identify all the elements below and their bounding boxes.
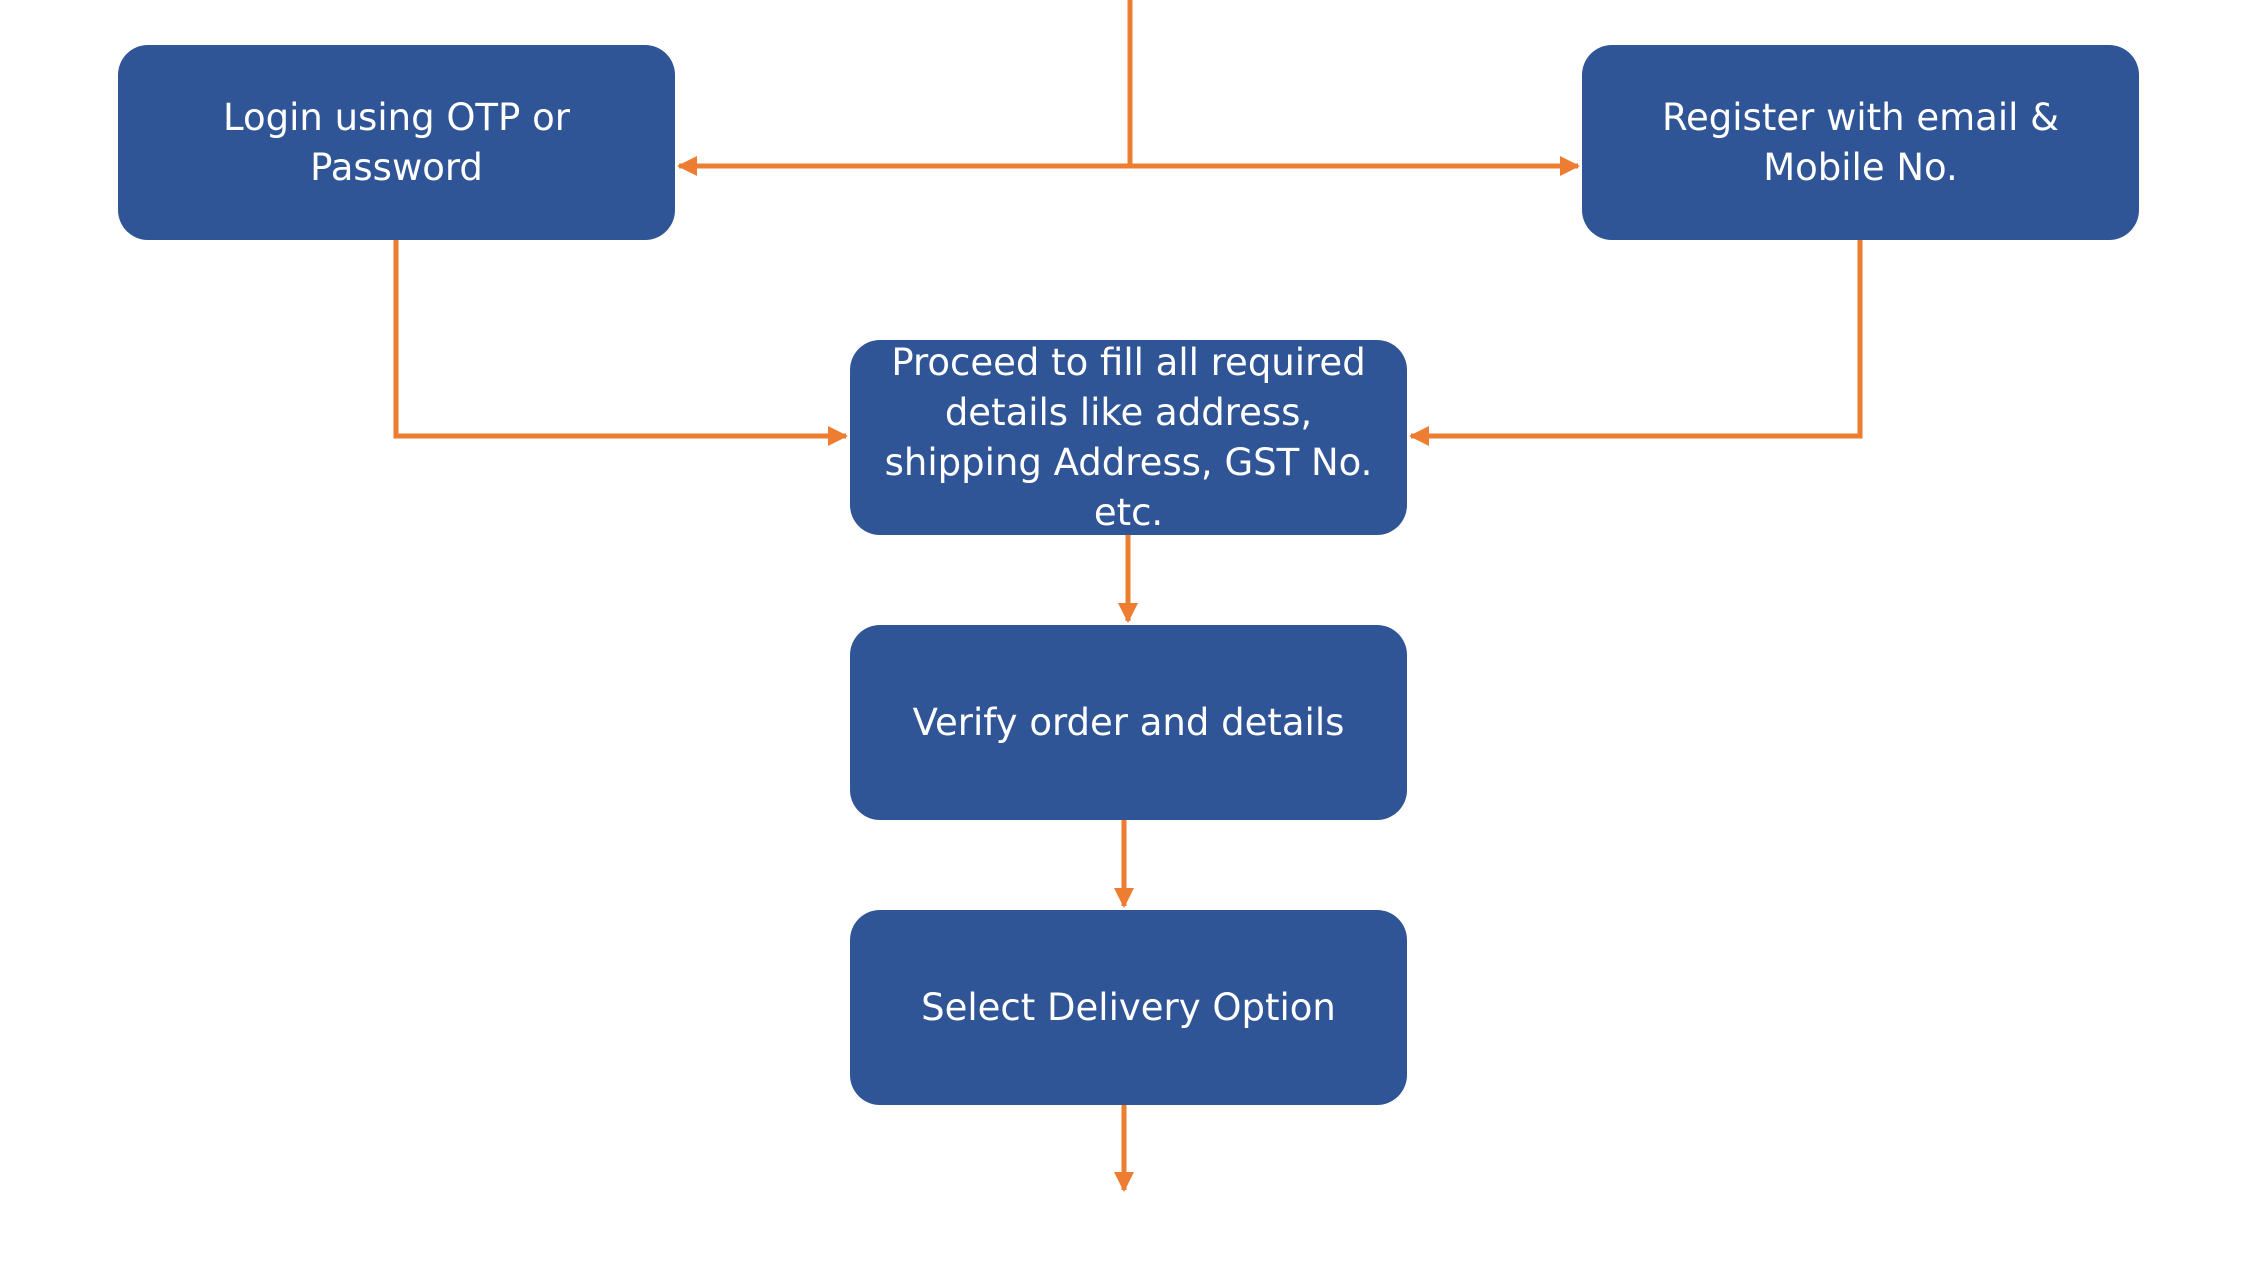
connector-register-to-details — [1409, 240, 1863, 446]
node-verify-order: Verify order and details — [850, 625, 1407, 820]
node-login-label: Login using OTP or Password — [223, 95, 570, 189]
node-verify-order-label: Verify order and details — [912, 700, 1345, 744]
node-select-delivery: Select Delivery Option — [850, 910, 1407, 1105]
node-login: Login using OTP or Password — [118, 45, 675, 240]
node-select-delivery-label: Select Delivery Option — [921, 985, 1336, 1029]
node-fill-details-label: Proceed to fill all required details lik… — [884, 340, 1373, 534]
connector-login-to-details — [393, 240, 848, 446]
node-fill-details: Proceed to fill all required details lik… — [850, 340, 1407, 535]
node-register: Register with email & Mobile No. — [1582, 45, 2139, 240]
node-register-label: Register with email & Mobile No. — [1661, 95, 2059, 189]
